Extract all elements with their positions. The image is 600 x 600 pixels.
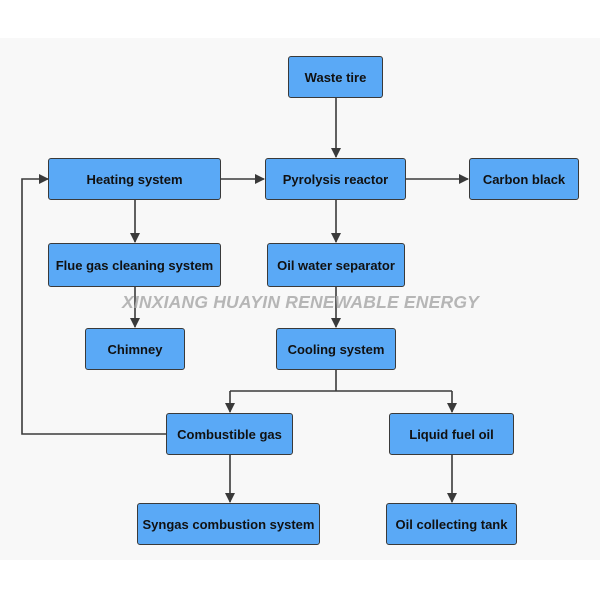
node-label-carbon-black: Carbon black bbox=[482, 171, 566, 187]
node-oil-collecting-tank: Oil collecting tank bbox=[386, 503, 517, 545]
node-pyrolysis-reactor: Pyrolysis reactor bbox=[265, 158, 406, 200]
node-syngas-combustion-system: Syngas combustion system bbox=[137, 503, 320, 545]
node-oil-water-separator: Oil water separator bbox=[267, 243, 405, 287]
node-combustible-gas: Combustible gas bbox=[166, 413, 293, 455]
watermark-text: XINXIANG HUAYIN RENEWABLE ENERGY bbox=[121, 292, 480, 312]
node-label-syngas-combustion-system: Syngas combustion system bbox=[142, 516, 315, 532]
node-label-cooling-system: Cooling system bbox=[287, 341, 385, 357]
node-label-oil-collecting-tank: Oil collecting tank bbox=[395, 516, 508, 532]
node-label-combustible-gas: Combustible gas bbox=[177, 426, 282, 442]
node-chimney: Chimney bbox=[85, 328, 185, 370]
node-label-heating-system: Heating system bbox=[86, 171, 183, 187]
node-liquid-fuel-oil: Liquid fuel oil bbox=[389, 413, 514, 455]
node-label-oil-water-separator: Oil water separator bbox=[277, 257, 395, 273]
node-waste-tire: Waste tire bbox=[288, 56, 383, 98]
node-label-chimney: Chimney bbox=[107, 341, 163, 357]
node-label-flue-gas-cleaning-system: Flue gas cleaning system bbox=[55, 257, 214, 273]
node-label-pyrolysis-reactor: Pyrolysis reactor bbox=[282, 171, 389, 187]
node-label-liquid-fuel-oil: Liquid fuel oil bbox=[409, 426, 494, 442]
node-heating-system: Heating system bbox=[48, 158, 221, 200]
node-flue-gas-cleaning-system: Flue gas cleaning system bbox=[48, 243, 221, 287]
node-carbon-black: Carbon black bbox=[469, 158, 579, 200]
node-label-waste-tire: Waste tire bbox=[304, 69, 367, 85]
node-cooling-system: Cooling system bbox=[276, 328, 396, 370]
